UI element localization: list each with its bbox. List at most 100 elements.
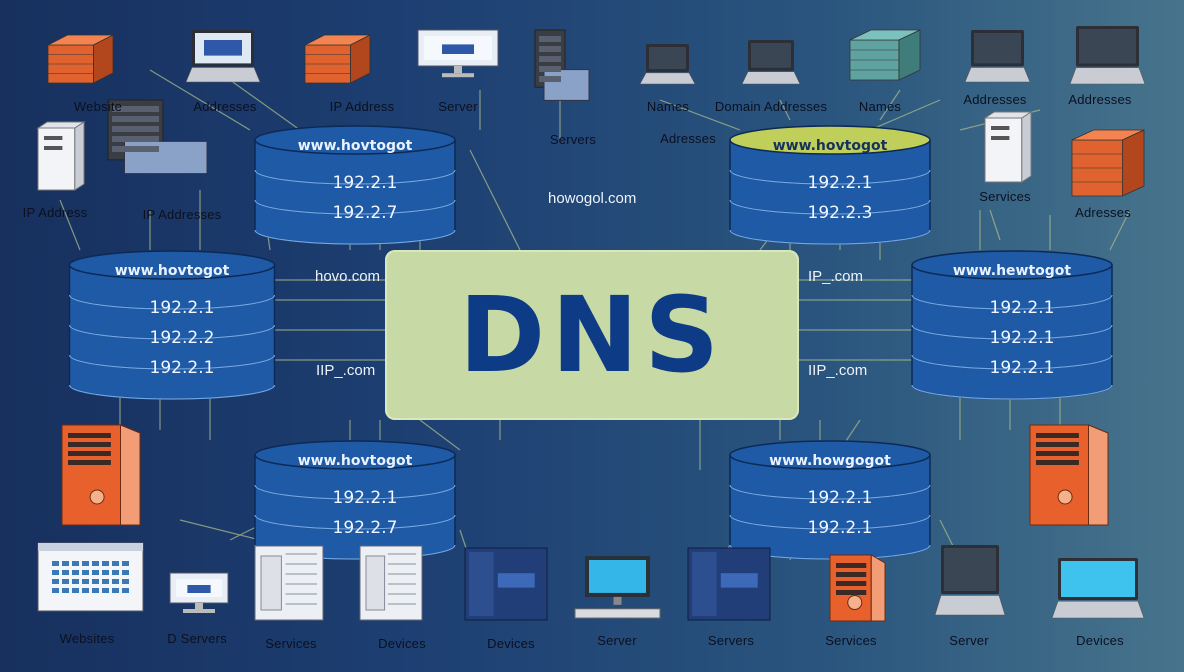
laptop-dark-icon xyxy=(964,30,1031,83)
laptop-dark-icon xyxy=(934,545,1006,616)
database-domain-label: www.hovtogot xyxy=(115,263,230,279)
device-label: Addresses xyxy=(193,99,257,114)
database-ip-label: 192.2.1 xyxy=(333,488,398,508)
database-band-edge xyxy=(68,324,276,340)
database-band-edge xyxy=(254,229,456,245)
laptop-dark-icon xyxy=(1069,26,1146,85)
database-band-edge xyxy=(911,384,1113,400)
connection-domain-label: hovo.com xyxy=(315,268,381,285)
connection-line xyxy=(779,99,791,121)
db-bot-right: www.howgogot 192.2.1 192.2.1 xyxy=(729,440,931,560)
laptop-dark-icon xyxy=(639,44,696,85)
database-band-edge xyxy=(254,484,456,500)
database-band-edge xyxy=(729,229,931,245)
laptop-icon xyxy=(185,30,261,83)
database-ip-label: 192.2.1 xyxy=(990,358,1055,378)
database-band-edge xyxy=(911,354,1113,370)
connection-line xyxy=(989,209,1001,241)
device-label: Devices xyxy=(487,636,535,651)
device-label: Server xyxy=(597,633,637,648)
device-label: Services xyxy=(825,633,877,648)
database-domain-label: www.hovtogot xyxy=(298,453,413,469)
monitor-icon xyxy=(417,29,499,78)
device-label: Devices xyxy=(1076,633,1124,648)
database-band-edge xyxy=(729,484,931,500)
database-ip-label: 192.2.1 xyxy=(990,298,1055,318)
connection-line xyxy=(869,99,941,131)
tower-orange-icon xyxy=(1029,424,1109,526)
device-label: IP Address xyxy=(329,99,395,114)
database-ip-label: 192.2.1 xyxy=(333,173,398,193)
workstation-icon xyxy=(574,556,661,619)
connection-line xyxy=(419,419,461,451)
cube-icon xyxy=(304,34,371,84)
device-label: Adresses xyxy=(660,131,716,146)
device-label: D Servers xyxy=(167,631,227,646)
device-label: Services xyxy=(265,636,317,651)
database-top xyxy=(68,250,276,280)
server-white-icon xyxy=(359,545,423,621)
connection-domain-label: IIP_.com xyxy=(808,362,868,379)
device-label: Website xyxy=(73,99,123,114)
device-label: IP Address xyxy=(22,205,88,220)
database-ip-label: 192.2.1 xyxy=(808,488,873,508)
connection-line xyxy=(879,89,901,121)
device-label: Domain Addresses xyxy=(714,99,828,114)
connection-line xyxy=(179,519,261,541)
database-band-edge xyxy=(911,324,1113,340)
cube-icon xyxy=(47,34,114,84)
connection-line xyxy=(59,199,81,251)
rack-blue-icon xyxy=(464,547,548,621)
laptop-dark-icon xyxy=(741,40,801,85)
database-top xyxy=(729,125,931,155)
device-label: Server xyxy=(949,633,989,648)
device-label: IP Addresses xyxy=(142,207,222,222)
database-band-edge xyxy=(254,514,456,530)
database-band-edge xyxy=(911,294,1113,310)
database-top xyxy=(254,125,456,155)
database-ip-label: 192.2.3 xyxy=(808,203,873,223)
laptop-cyan-icon xyxy=(1051,558,1145,619)
device-label: Adresses xyxy=(1075,205,1131,220)
db-mid-right: www.hewtogot 192.2.1 192.2.1 192.2.1 xyxy=(911,250,1113,400)
device-label: Websites xyxy=(59,631,115,646)
database-domain-label: www.howgogot xyxy=(769,453,891,469)
device-label: Devices xyxy=(378,636,426,651)
tower-orange-icon xyxy=(829,554,886,622)
database-band-edge xyxy=(254,169,456,185)
dns-title: DNS xyxy=(458,274,726,396)
database-ip-label: 192.2.7 xyxy=(333,203,398,223)
cube-icon xyxy=(1071,129,1145,197)
device-label: Addresses xyxy=(963,92,1027,107)
database-group: www.hovtogot192.2.1192.2.7www.hovtogot19… xyxy=(68,125,1113,560)
database-top xyxy=(254,440,456,470)
device-label: Servers xyxy=(549,132,597,147)
dns-center-box: DNS xyxy=(385,250,799,420)
server-white-icon xyxy=(254,545,324,621)
connection-line xyxy=(659,99,741,131)
database-band-edge xyxy=(729,199,931,215)
device-label: Servers xyxy=(707,633,755,648)
database-ip-label: 192.2.1 xyxy=(808,518,873,538)
database-domain-label: www.hovtogot xyxy=(773,138,888,154)
database-band-edge xyxy=(254,199,456,215)
rack-blue-icon xyxy=(687,547,771,621)
device-label: Server xyxy=(438,99,478,114)
connection-line xyxy=(229,79,301,131)
device-group xyxy=(36,26,1146,622)
connection-line xyxy=(469,149,521,251)
database-band-edge xyxy=(68,294,276,310)
database-band-edge xyxy=(68,384,276,400)
database-ip-label: 192.2.1 xyxy=(990,328,1055,348)
database-domain-label: www.hewtogot xyxy=(953,263,1072,279)
rack-icon xyxy=(534,29,590,101)
database-band-edge xyxy=(68,354,276,370)
database-ip-label: 192.2.1 xyxy=(808,173,873,193)
tower-orange-icon xyxy=(61,424,141,526)
connection-domain-label: IP_.com xyxy=(808,268,864,285)
device-label: Names xyxy=(646,99,690,114)
